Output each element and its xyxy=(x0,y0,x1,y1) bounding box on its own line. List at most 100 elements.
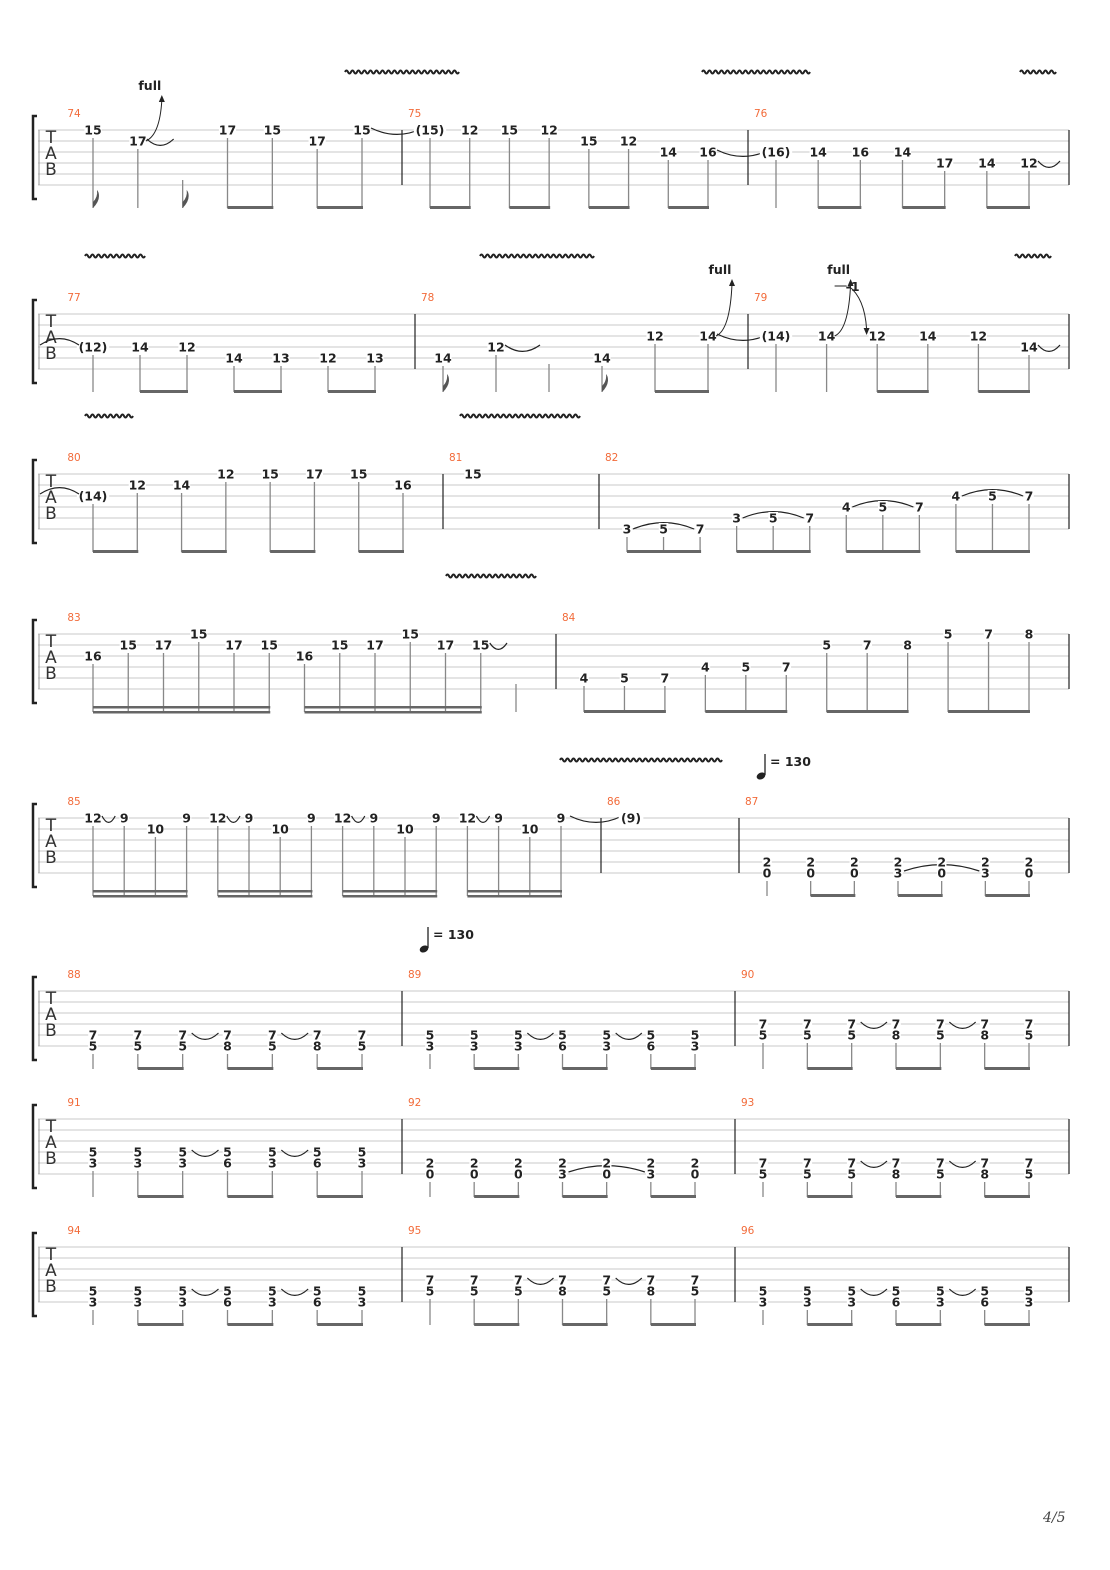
measure-number: 81 xyxy=(449,452,462,464)
measure-number: 79 xyxy=(754,292,767,304)
tab-note: 14 xyxy=(173,478,191,552)
fret-background xyxy=(601,1157,612,1169)
fret-number: 2 xyxy=(646,1156,655,1171)
tab-note: 20 xyxy=(425,1156,435,1197)
fret-background xyxy=(983,628,994,640)
tab-clef-letter: B xyxy=(45,664,57,684)
fret-background xyxy=(979,1285,990,1297)
fret-number: 7 xyxy=(696,522,705,537)
fret-background xyxy=(660,672,670,684)
fret-number: 5 xyxy=(691,1028,700,1043)
fret-number: 15 xyxy=(190,627,207,642)
fret-number: 5 xyxy=(223,1284,232,1299)
tab-note: 10 xyxy=(396,822,414,896)
fret-number: 3 xyxy=(803,1295,812,1310)
fret-background xyxy=(357,1157,367,1169)
tie-arc xyxy=(948,1021,977,1029)
tab-note: 5 xyxy=(658,522,669,552)
tab-note: 15 xyxy=(261,638,278,712)
fret-number: 3 xyxy=(89,1156,98,1171)
beam xyxy=(137,1323,184,1326)
fret-background xyxy=(618,812,644,824)
tab-note: 23 xyxy=(980,855,991,896)
fret-background xyxy=(84,124,102,136)
fret-number: 5 xyxy=(620,671,629,686)
fret-background xyxy=(1024,1029,1034,1041)
fret-number: 2 xyxy=(806,855,815,870)
beam xyxy=(650,1067,696,1070)
beam xyxy=(137,1067,184,1070)
tab-note: 12 xyxy=(178,340,196,392)
fret-background xyxy=(802,1018,813,1030)
fret-background xyxy=(84,650,102,662)
tab-note: 53 xyxy=(133,1284,143,1325)
fret-number: 7 xyxy=(803,1017,812,1032)
fret-background xyxy=(593,352,611,364)
fret-number: 7 xyxy=(803,1156,812,1171)
tie-arc xyxy=(742,511,804,519)
fret-number: 14 xyxy=(894,145,912,160)
tab-note: 75 xyxy=(758,1156,768,1197)
fret-number: 7 xyxy=(426,1273,435,1288)
fret-number: 2 xyxy=(514,1156,523,1171)
beam xyxy=(227,1195,274,1198)
fret-number: 3 xyxy=(358,1295,367,1310)
fret-background xyxy=(601,1029,612,1041)
fret-number: 15 xyxy=(472,638,489,653)
fret-background xyxy=(1020,157,1038,169)
beam xyxy=(317,1323,363,1326)
fret-number: 7 xyxy=(984,627,993,642)
tab-note: 15 xyxy=(120,638,137,712)
tab-note: (12) xyxy=(39,338,110,392)
tab-note: 53 xyxy=(513,1028,554,1069)
measure-number: 95 xyxy=(408,1225,421,1237)
beam xyxy=(650,1195,696,1198)
fret-background xyxy=(818,330,836,342)
tab-clef-letter: A xyxy=(45,1133,57,1153)
tab-note: 75 xyxy=(133,1028,143,1069)
fret-number: 10 xyxy=(147,822,165,837)
fret-number: 6 xyxy=(223,1295,232,1310)
fret-background xyxy=(366,639,384,651)
fret-number: 17 xyxy=(936,156,953,171)
fret-background xyxy=(218,124,237,136)
fret-number: 3 xyxy=(981,866,990,881)
fret-number: 5 xyxy=(514,1284,523,1299)
fret-background xyxy=(133,1157,143,1169)
fret-number: 5 xyxy=(944,627,953,642)
fret-number: 15 xyxy=(261,638,278,653)
fret-background xyxy=(500,124,519,136)
tab-note: 14 xyxy=(809,145,827,208)
fret-number: 16 xyxy=(394,478,412,493)
fret-number: 5 xyxy=(822,638,831,653)
release-arrow-icon xyxy=(863,328,870,335)
fret-number: 5 xyxy=(936,1028,945,1043)
fret-number: 0 xyxy=(514,1167,523,1182)
measure: 86(9) xyxy=(607,796,644,826)
fret-number: 7 xyxy=(915,500,924,515)
tab-note: 53 xyxy=(846,1284,888,1325)
vibrato-mark xyxy=(344,69,460,75)
fret-background xyxy=(802,1157,813,1169)
fret-background xyxy=(272,352,290,364)
fret-background xyxy=(979,1029,990,1041)
fret-background xyxy=(980,856,991,868)
fret-background xyxy=(209,812,227,824)
beam xyxy=(955,550,1030,553)
fret-number: 5 xyxy=(847,1028,856,1043)
tab-note: 5 xyxy=(619,671,630,712)
fret-background xyxy=(436,639,455,651)
beam xyxy=(467,890,562,893)
fret-number: 3 xyxy=(691,1039,700,1054)
fret-number: 5 xyxy=(268,1284,277,1299)
fret-number: 13 xyxy=(366,351,383,366)
tab-note: 12 xyxy=(620,134,637,208)
tab-clef-letter: B xyxy=(45,344,57,364)
fret-number: 2 xyxy=(558,1156,567,1171)
tab-note: 13 xyxy=(366,351,384,392)
fret-background xyxy=(493,812,504,824)
fret-background xyxy=(579,672,589,684)
tab-note: 53 xyxy=(601,1028,643,1069)
